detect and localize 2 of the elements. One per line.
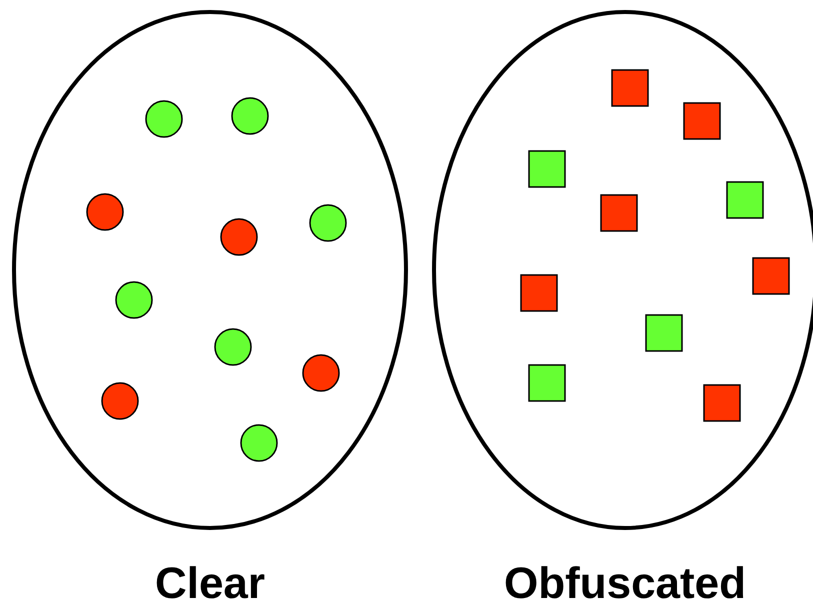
set-label: Clear: [154, 560, 266, 606]
set-label: Obfuscated: [502, 560, 748, 606]
